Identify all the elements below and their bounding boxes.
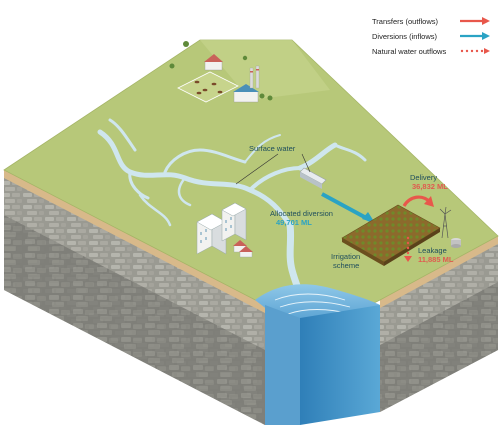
legend-natural-label: Natural water outflows	[372, 47, 446, 56]
legend: Transfers (outflows) Diversions (inflows…	[372, 17, 490, 56]
leader-lines	[235, 153, 311, 185]
windmill	[439, 206, 452, 239]
label-allocated-diversion: Allocated diversion	[270, 209, 333, 218]
legend-diversions-label: Diversions (inflows)	[372, 32, 438, 41]
weir-face	[300, 172, 322, 189]
soil-band-right	[380, 236, 498, 308]
label-leakage: Leakage	[418, 246, 447, 255]
label-irrigation-line1: Irrigation	[331, 252, 360, 261]
irrigation-field-edge-right	[384, 228, 440, 266]
factory	[233, 65, 260, 103]
strata-lower-left	[4, 215, 265, 425]
water-tank	[451, 238, 461, 248]
label-delivery: Delivery	[410, 173, 437, 182]
farm-house	[204, 54, 223, 71]
farm-paddock	[177, 71, 239, 103]
delivery-arrow	[402, 195, 434, 207]
value-delivery: 36,832 ML	[412, 182, 448, 191]
label-irrigation-line2: scheme	[333, 261, 359, 270]
strata-lower-right	[380, 282, 498, 412]
value-allocated-diversion: 49,701 ML	[276, 218, 312, 227]
legend-transfers-label: Transfers (outflows)	[372, 17, 438, 26]
value-leakage: 11,885 ML	[418, 255, 454, 264]
leakage-arrow	[404, 236, 412, 262]
trees	[169, 41, 273, 101]
label-surface-water: Surface water	[249, 144, 296, 153]
legend-diversions-arrowhead	[482, 32, 490, 40]
water-front-face	[265, 305, 300, 425]
water-right-face	[300, 305, 380, 425]
soil-band-left	[4, 170, 265, 313]
legend-transfers-arrowhead	[482, 17, 490, 25]
legend-natural-dots	[460, 48, 490, 54]
hill-shade	[200, 40, 330, 100]
town-buildings	[196, 202, 253, 258]
irrigation-field-edge	[342, 238, 384, 266]
